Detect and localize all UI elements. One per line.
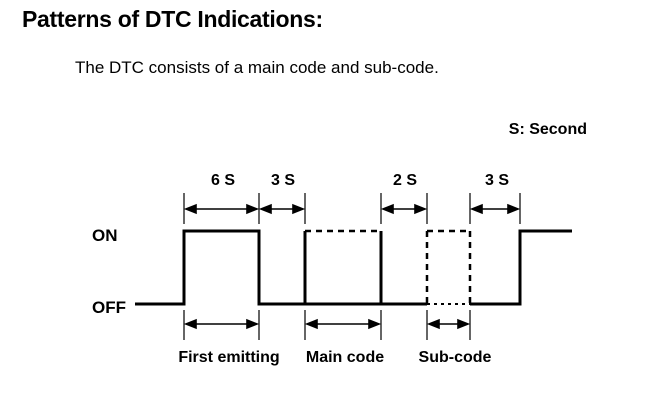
top-boundary-ticks [183,193,521,224]
duration-label-first-off: 3 S [271,172,295,189]
top-duration-arrows [183,203,521,215]
duration-label-sub-gap: 3 S [485,172,509,189]
level-off-label: OFF [92,298,126,317]
duration-label-main-gap: 2 S [393,172,417,189]
duration-label-first-on: 6 S [211,172,235,189]
unit-note: S: Second [509,121,587,138]
phase-label-sub-code: Sub-code [419,349,492,366]
page-title: Patterns of DTC Indications: [22,6,323,32]
signal-waveform-dashed [305,229,472,304]
level-on-label: ON [92,226,118,245]
phase-label-first-emitting: First emitting [178,349,279,366]
bottom-phase-arrows [183,318,471,330]
intro-text: The DTC consists of a main code and sub-… [75,58,439,77]
signal-waveform [135,229,572,306]
phase-label-main-code: Main code [306,349,384,366]
bottom-boundary-ticks [183,310,471,340]
